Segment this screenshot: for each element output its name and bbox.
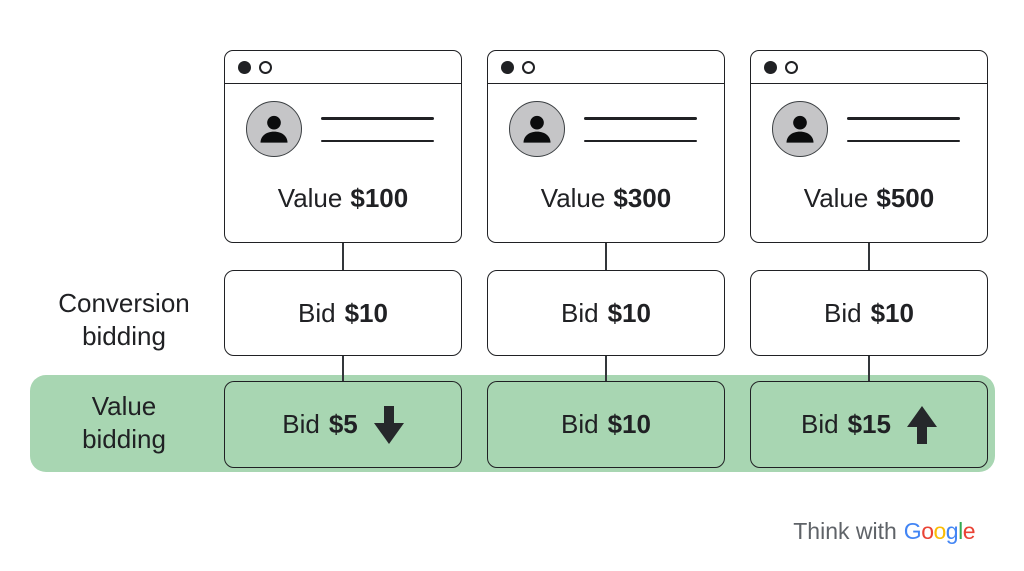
connector-line: [868, 356, 870, 382]
bid-word: Bid: [282, 409, 320, 439]
conversion-bidding-label-line1: Conversion: [58, 288, 190, 318]
window-dot-outline-icon: [259, 60, 272, 74]
placeholder-text-lines: [321, 117, 434, 142]
user-avatar-icon: [772, 101, 828, 157]
placeholder-text-lines: [584, 117, 697, 142]
conversion-value-text: Value $100: [225, 185, 461, 211]
column-user-1: Value $100 Bid $10 Bid $5: [224, 0, 462, 571]
placeholder-line: [847, 139, 960, 142]
conversion-value-text: Value $300: [488, 185, 724, 211]
user-avatar-icon: [246, 101, 302, 157]
browser-titlebar: [488, 51, 724, 84]
conversion-bid-box: Bid $10: [487, 270, 725, 356]
conversion-bid-box: Bid $10: [224, 270, 462, 356]
connector-line: [342, 356, 344, 382]
browser-window-card: Value $100: [224, 50, 462, 243]
google-letter: o: [933, 518, 946, 544]
bid-word: Bid: [298, 297, 336, 328]
connector-line: [342, 243, 344, 271]
browser-titlebar: [225, 51, 461, 84]
placeholder-line: [584, 139, 697, 142]
google-letter: e: [962, 518, 976, 544]
placeholder-line: [584, 117, 697, 120]
browser-window-card: Value $500: [750, 50, 988, 243]
bid-word: Bid: [824, 297, 862, 328]
google-letter: g: [945, 518, 959, 544]
think-with-text: Think with: [793, 518, 897, 544]
value-word: Value: [540, 183, 606, 213]
conversion-bidding-row-label: Conversion bidding: [28, 287, 220, 353]
bid-amount: $15: [847, 409, 891, 439]
column-user-2: Value $300 Bid $10 Bid $10: [487, 0, 725, 571]
value-word: Value: [277, 183, 343, 213]
bid-amount: $10: [344, 297, 388, 328]
arrow-down-icon: [373, 405, 404, 444]
browser-window-card: Value $300: [487, 50, 725, 243]
google-letter: G: [903, 518, 922, 544]
value-bid-box: Bid $5: [224, 381, 462, 468]
bid-word: Bid: [801, 409, 839, 439]
browser-titlebar: [751, 51, 987, 84]
bid-amount: $5: [328, 409, 358, 439]
google-letter: o: [921, 518, 934, 544]
window-dot-outline-icon: [785, 60, 798, 74]
value-bid-box: Bid $15: [750, 381, 988, 468]
connector-line: [868, 243, 870, 271]
value-bidding-label-line2: bidding: [82, 424, 166, 454]
value-bidding-label-line1: Value: [91, 391, 157, 421]
column-user-3: Value $500 Bid $10 Bid $15: [750, 0, 988, 571]
conversion-bid-box: Bid $10: [750, 270, 988, 356]
value-amount: $300: [613, 183, 672, 213]
placeholder-line: [321, 139, 434, 142]
arrow-up-icon: [906, 405, 937, 444]
bid-amount: $10: [870, 297, 914, 328]
conversion-bidding-label-line2: bidding: [82, 321, 166, 351]
placeholder-line: [847, 117, 960, 120]
google-wordmark: Google: [903, 518, 976, 544]
placeholder-line: [321, 117, 434, 120]
window-dot-filled-icon: [764, 60, 777, 74]
google-letter: l: [958, 518, 963, 544]
connector-line: [605, 243, 607, 271]
placeholder-text-lines: [847, 117, 960, 142]
value-word: Value: [803, 183, 869, 213]
window-dot-filled-icon: [238, 60, 251, 74]
value-amount: $100: [350, 183, 409, 213]
bid-amount: $10: [607, 297, 651, 328]
bid-word: Bid: [561, 297, 599, 328]
bid-amount: $10: [607, 409, 651, 439]
bid-word: Bid: [561, 409, 599, 439]
window-dot-outline-icon: [522, 60, 535, 74]
window-dot-filled-icon: [501, 60, 514, 74]
connector-line: [605, 356, 607, 382]
value-bid-box: Bid $10: [487, 381, 725, 468]
conversion-value-text: Value $500: [751, 185, 987, 211]
value-amount: $500: [876, 183, 935, 213]
user-avatar-icon: [509, 101, 565, 157]
value-bidding-row-label: Value bidding: [28, 390, 220, 456]
